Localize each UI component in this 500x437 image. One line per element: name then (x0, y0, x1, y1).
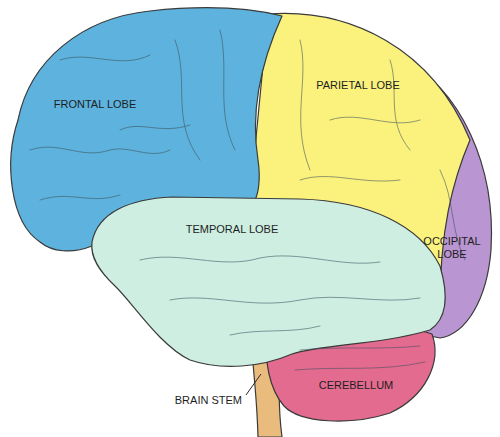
lobe-label: PARIETAL LOBE (303, 79, 413, 92)
lobe-label: TEMPORAL LOBE (172, 223, 292, 236)
lobe-label: CEREBELLUM (306, 379, 406, 392)
part-label: BRAIN STEM (175, 394, 242, 406)
sulci-lines (30, 30, 465, 370)
brain-region: OCCIPITAL LOBE (421, 235, 483, 261)
brain-region: CEREBELLUM (306, 379, 406, 392)
lobe-label: FRONTAL LOBE (40, 98, 150, 111)
brain-region: TEMPORAL LOBE (172, 223, 292, 236)
brain-region: PARIETAL LOBE (303, 79, 413, 92)
lobe-label: OCCIPITAL LOBE (421, 235, 483, 261)
temporal-shape (92, 197, 445, 366)
brain-region: FRONTAL LOBE (40, 98, 150, 111)
leader-line (246, 374, 261, 395)
